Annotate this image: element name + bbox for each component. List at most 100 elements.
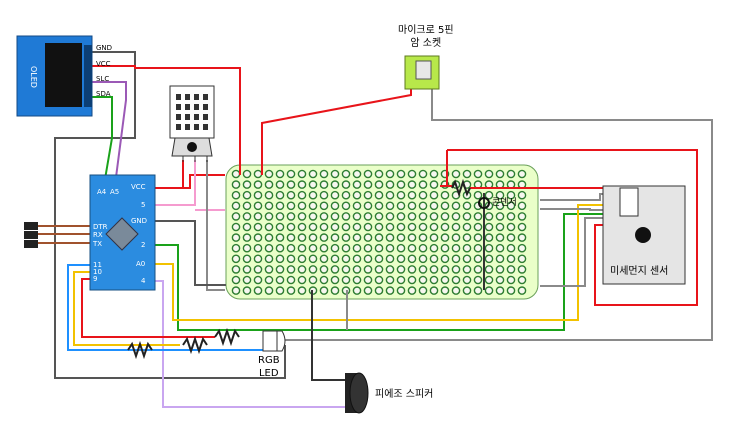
perfboard-hole [341, 275, 351, 285]
perfboard-hole [506, 275, 516, 285]
perfboard-hole [473, 169, 483, 179]
perfboard-hole [253, 190, 263, 200]
perfboard-hole [429, 212, 439, 221]
perfboard-hole [352, 180, 362, 189]
perfboard-hole [363, 243, 373, 253]
rgb-led [262, 330, 286, 352]
perfboard-hole [286, 254, 296, 264]
perfboard-hole [297, 190, 307, 200]
perfboard-hole [341, 201, 351, 211]
piezo-label: 피에조 스피커 [375, 389, 434, 400]
perfboard-hole [242, 201, 252, 211]
perfboard-hole [363, 275, 373, 285]
arduino-pin-5: 5 [141, 201, 146, 209]
perfboard-hole [231, 190, 241, 200]
perfboard-hole [484, 169, 494, 179]
perfboard-hole [264, 212, 274, 221]
perfboard-hole [308, 190, 318, 200]
perfboard-hole [451, 286, 461, 295]
perfboard-hole [308, 222, 318, 232]
perfboard-hole [297, 243, 307, 253]
perfboard-hole [275, 243, 285, 253]
perfboard-hole [242, 190, 252, 200]
perfboard-hole [308, 254, 318, 264]
perfboard-hole [517, 243, 527, 253]
resistor-dust [451, 178, 471, 198]
perfboard-hole [231, 233, 241, 242]
perfboard-hole [473, 286, 483, 295]
perfboard-hole [297, 212, 307, 221]
perfboard-hole [440, 201, 450, 211]
perfboard-hole [451, 169, 461, 179]
perfboard-hole [330, 254, 340, 264]
perfboard-hole [462, 201, 472, 211]
perfboard-hole [297, 265, 307, 274]
perfboard-hole [385, 243, 395, 253]
arduino-board [89, 174, 156, 291]
perfboard-hole [275, 233, 285, 242]
perfboard-hole [308, 233, 318, 242]
dht-vent [203, 124, 208, 130]
wire-dust-gray-loop [540, 217, 618, 287]
perfboard-hole [286, 222, 296, 232]
perfboard-hole [308, 201, 318, 211]
perfboard-hole [374, 212, 384, 221]
perfboard-hole [330, 169, 340, 179]
dht-grille [176, 94, 208, 130]
perfboard-hole [495, 233, 505, 242]
perfboard-hole [506, 169, 516, 179]
perfboard-hole [341, 233, 351, 242]
perfboard-hole [451, 275, 461, 285]
perfboard-hole [275, 286, 285, 295]
perfboard-hole [517, 222, 527, 232]
oled-module [16, 35, 93, 117]
perfboard-hole [286, 201, 296, 211]
perfboard-hole [484, 275, 494, 285]
perfboard-hole [308, 265, 318, 274]
perfboard-hole [330, 265, 340, 274]
wire-oled-sda [92, 96, 113, 186]
perfboard-hole [374, 254, 384, 264]
perfboard-hole [495, 265, 505, 274]
perfboard-hole [319, 190, 329, 200]
wire-usb-vcc [261, 88, 412, 175]
perfboard-hole [352, 233, 362, 242]
perfboard-hole [396, 286, 406, 295]
perfboard-hole [506, 222, 516, 232]
perfboard-hole [517, 201, 527, 211]
wire-usb-gnd [285, 88, 713, 341]
perfboard-hole [418, 233, 428, 242]
perfboard-hole [363, 169, 373, 179]
perfboard-hole [506, 286, 516, 295]
perfboard-hole [495, 243, 505, 253]
perfboard-hole [374, 169, 384, 179]
perfboard-hole [352, 254, 362, 264]
perfboard-hole [396, 180, 406, 189]
perfboard-hole [253, 233, 263, 242]
perfboard-hole [297, 201, 307, 211]
perfboard-hole [495, 190, 505, 200]
perfboard-hole [297, 254, 307, 264]
perfboard-hole [451, 243, 461, 253]
perfboard-hole [440, 243, 450, 253]
perfboard-hole [374, 190, 384, 200]
perfboard-hole [374, 243, 384, 253]
perfboard-hole [473, 243, 483, 253]
perfboard-hole [352, 275, 362, 285]
perfboard-hole [308, 180, 318, 189]
perfboard-hole [363, 233, 373, 242]
perfboard-hole [297, 233, 307, 242]
arduino-pin-a0: A0 [136, 260, 146, 268]
perfboard-hole [330, 190, 340, 200]
perfboard-hole [385, 201, 395, 211]
perfboard-hole [484, 254, 494, 264]
arduino-pin-9: 9 [93, 275, 98, 283]
perfboard-hole [506, 265, 516, 274]
perfboard-hole [429, 254, 439, 264]
wire-pin-11 [67, 264, 263, 351]
perfboard-hole [462, 286, 472, 295]
perfboard-hole [231, 180, 241, 189]
perfboard-hole [473, 212, 483, 221]
wire-dht-gnd [206, 160, 225, 291]
perfboard-hole [473, 265, 483, 274]
